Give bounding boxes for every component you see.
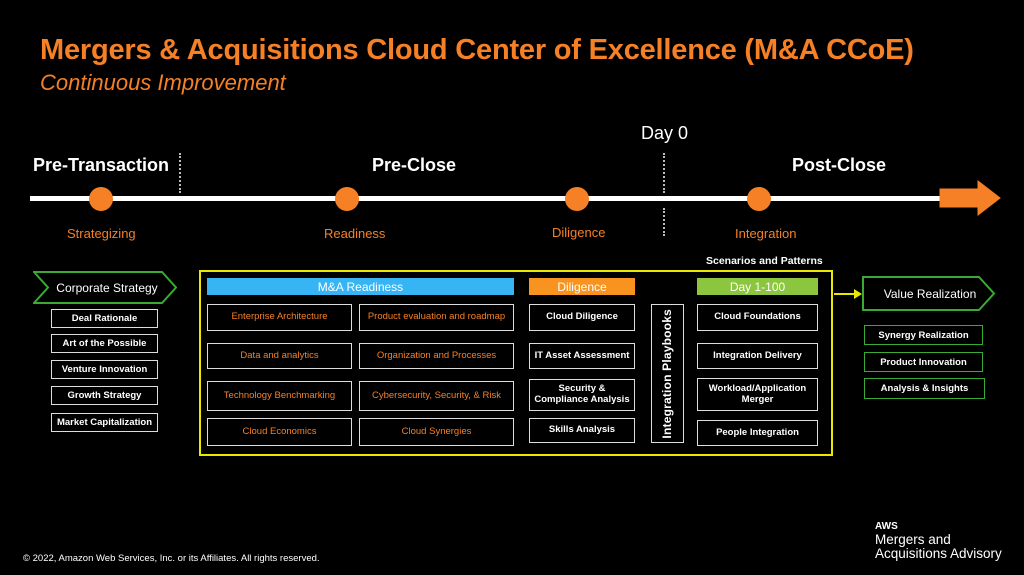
- integration-playbooks: Integration Playbooks: [651, 304, 684, 443]
- corporate-strategy-label: Corporate Strategy: [56, 281, 158, 295]
- day1-100-header: Day 1-100: [697, 278, 818, 295]
- timeline-arrow-icon: [939, 180, 1001, 216]
- divider-pre-transaction: [179, 153, 181, 193]
- phase-post-close: Post-Close: [792, 155, 887, 175]
- corporate-strategy-item: Market Capitalization: [51, 413, 158, 432]
- page-subtitle: Continuous Improvement: [40, 70, 286, 95]
- divider-day0-lower: [663, 208, 665, 236]
- phase-pre-close: Pre-Close: [372, 155, 457, 175]
- readiness-item: Enterprise Architecture: [207, 304, 352, 331]
- day1-100-item: People Integration: [697, 420, 818, 446]
- readiness-item: Technology Benchmarking: [207, 381, 352, 411]
- milestone-dot-readiness: [335, 187, 359, 211]
- corporate-strategy-item: Deal Rationale: [51, 309, 158, 328]
- readiness-item: Cybersecurity, Security, & Risk: [359, 381, 514, 411]
- milestone-dot-diligence: [565, 187, 589, 211]
- diligence-item: Cloud Diligence: [529, 304, 635, 331]
- copyright-text: © 2022, Amazon Web Services, Inc. or its…: [23, 553, 320, 564]
- timeline-line: [30, 196, 946, 201]
- diligence-item: Security & Compliance Analysis: [529, 379, 635, 411]
- advisory-line-1: Mergers and: [875, 532, 951, 547]
- value-realization-banner: [862, 276, 996, 311]
- milestone-readiness: Readiness: [324, 226, 386, 241]
- day1-100-item: Cloud Foundations: [697, 304, 818, 331]
- day0-label: Day 0: [641, 123, 689, 143]
- readiness-item: Product evaluation and roadmap: [359, 304, 514, 331]
- value-item: Synergy Realization: [864, 325, 983, 345]
- diligence-item: IT Asset Assessment: [529, 343, 635, 369]
- page-title: Mergers & Acquisitions Cloud Center of E…: [40, 34, 914, 66]
- value-arrow-icon: [834, 289, 862, 299]
- corporate-strategy-banner: [33, 271, 177, 304]
- corporate-strategy-item: Venture Innovation: [51, 360, 158, 379]
- milestone-strategizing: Strategizing: [67, 226, 136, 241]
- integration-playbooks-label: Integration Playbooks: [659, 308, 674, 439]
- ma-readiness-header: M&A Readiness: [207, 278, 514, 295]
- milestone-diligence: Diligence: [552, 225, 606, 240]
- milestone-dot-strategizing: [89, 187, 113, 211]
- corporate-strategy-item: Growth Strategy: [51, 386, 158, 405]
- value-realization-label: Value Realization: [883, 287, 977, 301]
- ccoe-frame: [199, 270, 833, 456]
- readiness-item: Data and analytics: [207, 343, 352, 369]
- aws-logo-text: AWS: [875, 521, 898, 532]
- milestone-integration: Integration: [735, 226, 797, 241]
- milestone-dot-integration: [747, 187, 771, 211]
- readiness-item: Organization and Processes: [359, 343, 514, 369]
- readiness-item: Cloud Economics: [207, 418, 352, 446]
- advisory-brand: Mergers and Acquisitions Advisory: [875, 533, 1002, 561]
- day1-100-item: Workload/Application Merger: [697, 378, 818, 411]
- day1-100-item: Integration Delivery: [697, 343, 818, 369]
- value-item: Product Innovation: [864, 352, 983, 372]
- value-item: Analysis & Insights: [864, 378, 985, 399]
- advisory-line-2: Acquisitions Advisory: [875, 546, 1002, 561]
- readiness-item: Cloud Synergies: [359, 418, 514, 446]
- divider-day0: [663, 153, 665, 193]
- scenarios-label: Scenarios and Patterns: [706, 255, 823, 267]
- diligence-item: Skills Analysis: [529, 418, 635, 443]
- corporate-strategy-item: Art of the Possible: [51, 334, 158, 353]
- phase-pre-transaction: Pre-Transaction: [33, 155, 170, 175]
- diligence-header: Diligence: [529, 278, 635, 295]
